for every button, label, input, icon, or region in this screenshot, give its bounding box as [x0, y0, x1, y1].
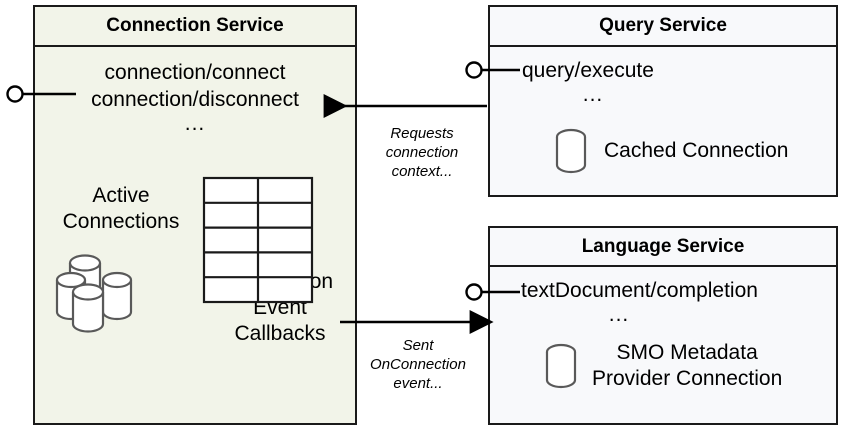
database-cylinder-icon — [545, 343, 577, 389]
language-service-title: Language Service — [490, 228, 836, 267]
language-service-endpoint-0: textDocument/completion — [521, 279, 758, 302]
connection-service-body: connection/connect connection/disconnect… — [35, 47, 355, 425]
cached-connection-label: Cached Connection — [604, 139, 789, 162]
connection-service-endpoint-0: connection/connect — [104, 61, 286, 84]
sent-onconnection-event-label: Sent OnConnection event... — [370, 337, 466, 392]
query-service-box[interactable]: Query Service query/execute ... Cached C… — [488, 5, 838, 197]
cached-connection-row: Cached Connection — [550, 125, 788, 177]
active-connections-label: Active Connections — [62, 184, 180, 233]
query-service-body: query/execute ... Cached Connection — [490, 47, 836, 197]
smo-metadata-provider-label: SMO Metadata Provider Connection — [592, 341, 783, 390]
database-cylinder-icon — [555, 128, 587, 174]
connection-service-title: Connection Service — [35, 7, 355, 47]
language-service-box[interactable]: Language Service textDocument/completion… — [488, 226, 838, 425]
language-service-body: textDocument/completion ... SMO Metadata… — [490, 267, 836, 425]
connection-service-endpoint-1: connection/disconnect — [91, 88, 299, 111]
connection-event-callbacks-label: Connection Event Callbacks — [226, 270, 334, 345]
query-service-title: Query Service — [490, 7, 836, 47]
requests-connection-context-label: Requests connection context... — [385, 125, 459, 180]
connection-service-endpoints-more: ... — [184, 112, 206, 135]
connection-service-box[interactable]: Connection Service connection/connect co… — [33, 5, 357, 425]
smo-metadata-provider-row: SMO Metadata Provider Connection — [540, 340, 782, 392]
language-service-endpoints-more: ... — [608, 303, 630, 326]
query-service-endpoints-more: ... — [582, 83, 604, 106]
query-service-endpoint-0: query/execute — [522, 59, 654, 82]
